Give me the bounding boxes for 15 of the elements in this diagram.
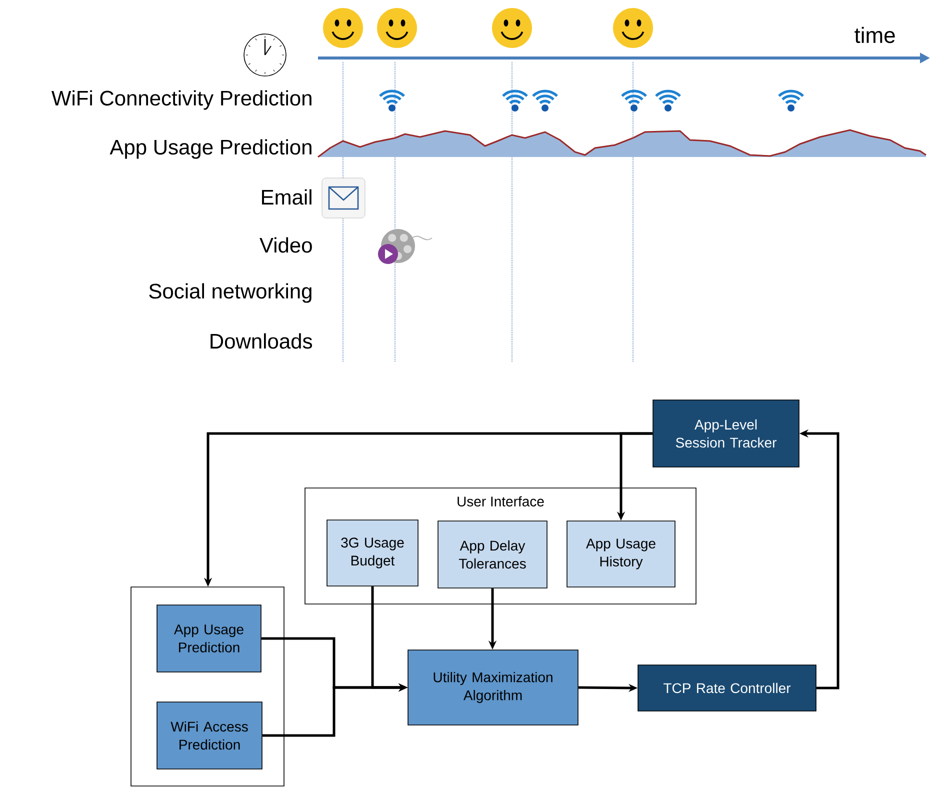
row-label: Social networking bbox=[149, 283, 312, 303]
process-box: App Usage History bbox=[566, 520, 676, 588]
row-label: Email bbox=[262, 189, 312, 205]
process-box: App Delay Tolerances bbox=[438, 520, 548, 588]
process-box: App Usage Prediction bbox=[156, 604, 262, 672]
row-label: WiFi Connectivity Prediction bbox=[52, 90, 312, 110]
row-label: Downloads bbox=[210, 333, 312, 349]
axis-label: time bbox=[854, 26, 895, 44]
row-label: App Usage Prediction bbox=[110, 139, 312, 159]
process-box: WiFi Access Prediction bbox=[156, 702, 262, 770]
process-box: Utility Maximization Algorithm bbox=[408, 650, 578, 726]
process-box: TCP Rate Controller bbox=[638, 664, 816, 712]
process-box: App-Level Session Tracker bbox=[652, 400, 800, 468]
process-box: 3G Usage Budget bbox=[326, 520, 418, 586]
row-label: Video bbox=[260, 237, 312, 253]
